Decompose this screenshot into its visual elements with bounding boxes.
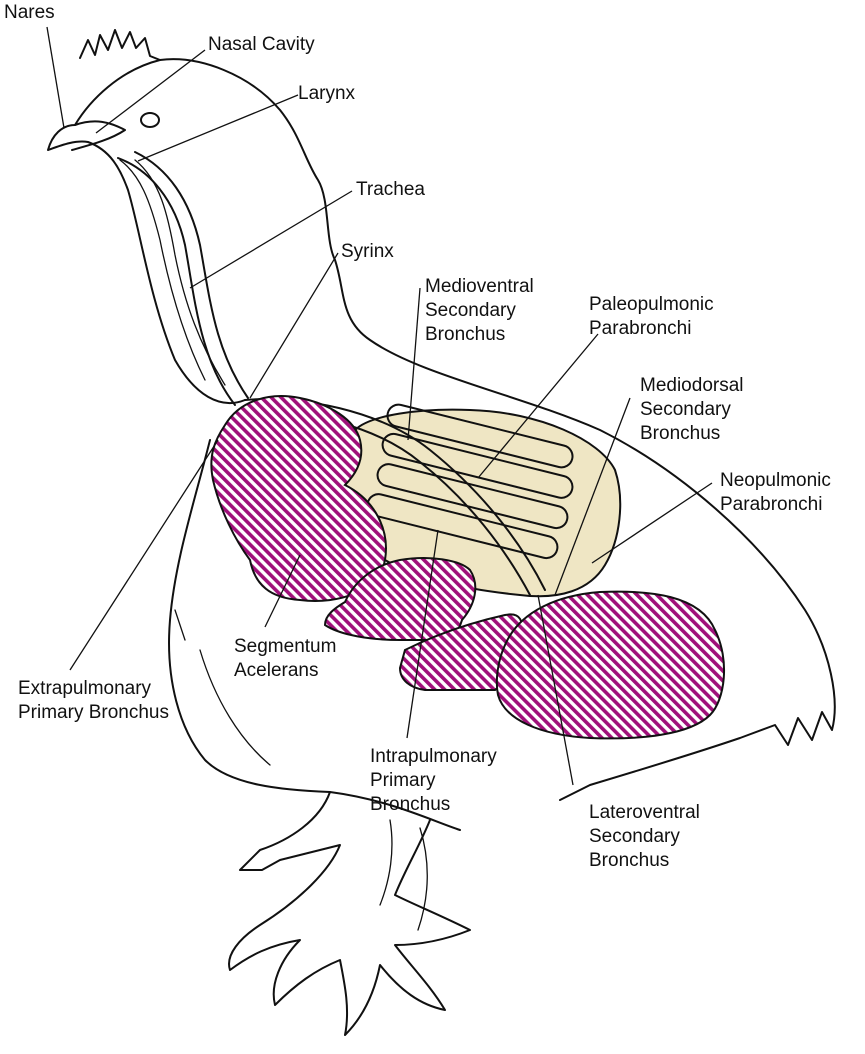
label-lateroventral-secondary-bronchus: Lateroventral Secondary Bronchus — [589, 802, 705, 871]
trachea-tube — [118, 152, 248, 405]
label-syrinx: Syrinx — [341, 241, 394, 262]
label-neopulmonic-parabronchi: Neopulmonic Parabronchi — [720, 470, 836, 515]
label-paleopulmonic-parabronchi: Paleopulmonic Parabronchi — [589, 294, 719, 339]
label-nasal-cavity: Nasal Cavity — [208, 34, 315, 55]
label-medioventral-secondary-bronchus: Medioventral Secondary Bronchus — [425, 276, 539, 345]
label-mediodorsal-secondary-bronchus: Mediodorsal Secondary Bronchus — [640, 375, 749, 444]
abdominal-air-sac — [497, 592, 724, 739]
label-trachea: Trachea — [356, 179, 425, 200]
label-segmentum-acelerans: Segmentum Acelerans — [234, 636, 342, 681]
label-intrapulmonary-primary-bronchus: Intrapulmonary Primary Bronchus — [370, 746, 502, 815]
label-nares: Nares — [4, 2, 55, 23]
label-extrapulmonary-primary-bronchus: Extrapulmonary Primary Bronchus — [18, 678, 169, 723]
label-larynx: Larynx — [298, 83, 356, 104]
eye — [141, 113, 159, 127]
